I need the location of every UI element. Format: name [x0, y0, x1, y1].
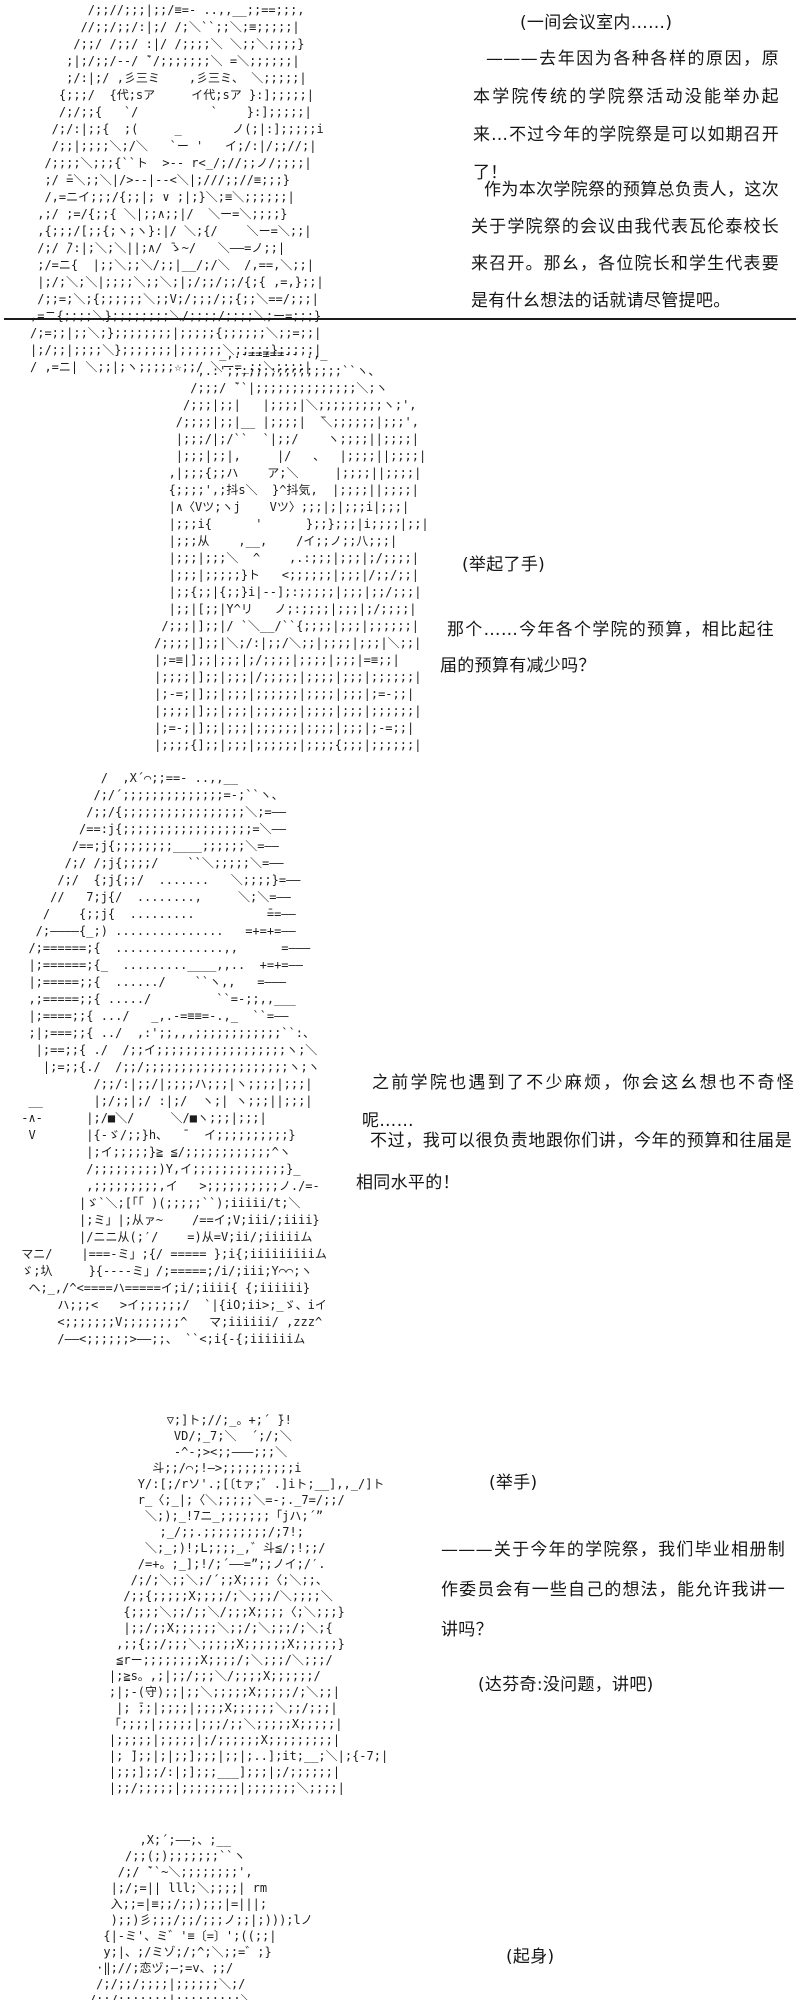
ascii-art-chairwoman: /;;//;;;|;;/≡=- ..,,__;;==;;;, //;;/;;/:… — [30, 3, 324, 374]
dialogue-paragraph: 之前学院也遇到了不少麻烦，你会这幺想也不奇怪呢…… — [362, 1073, 794, 1131]
dialogue-paragraph: ———去年因为各种各样的原因，原本学院传统的学院祭活动没能举办起来…不过今年的学… — [473, 49, 779, 183]
table-edge-line — [4, 318, 796, 320]
ascii-art-rising-figure: ,X;´;――;、;__ /;;(;);;;;;;;``ヽ /;/ ̄``~＼;… — [88, 1833, 313, 2000]
dialogue-paragraph: 那个……今年各个学院的预算，相比起往届的预算有减少吗？ — [440, 620, 774, 676]
stage-direction-raise-hand-2: (举手) — [489, 1473, 538, 1493]
dialogue-paragraph: 不过，我可以很负责地跟你们讲，今年的预算和往届是相同水平的！ — [356, 1131, 792, 1193]
stage-direction-davinci-reply: (达芬奇:没问题，讲吧) — [478, 1675, 654, 1695]
dialogue-paragraph: 作为本次学院祭的预算总负责人，这次关于学院祭的会议由我代表瓦伦泰校长来召开。那幺… — [471, 180, 779, 311]
stage-direction-raise-hand: (举起了手) — [462, 555, 546, 575]
stage-direction-meeting-room: (一间会议室内……) — [520, 13, 673, 33]
ascii-art-hooded-student: _,.-==≡==-- .,_ ,.:';;;;;;;;;;;;;;;;``ヽ、… — [154, 347, 429, 752]
stage-direction-stand-up: (起身) — [506, 1947, 555, 1967]
ascii-art-committee-girl: ▽;]ト;//;_。+;´ ̄}! VD/;_7;＼ ´;/;＼ -^-;><;… — [108, 1413, 389, 1795]
ascii-art-da-vinci: / ,X´⌒;;==- ..,,__ /;/´;;;;;;;;;;;;;;=-;… — [21, 771, 327, 1346]
dialogue-paragraph: ———关于今年的学院祭，我们毕业相册制作委员会有一些自己的想法，能允许我讲一讲吗… — [441, 1540, 785, 1640]
